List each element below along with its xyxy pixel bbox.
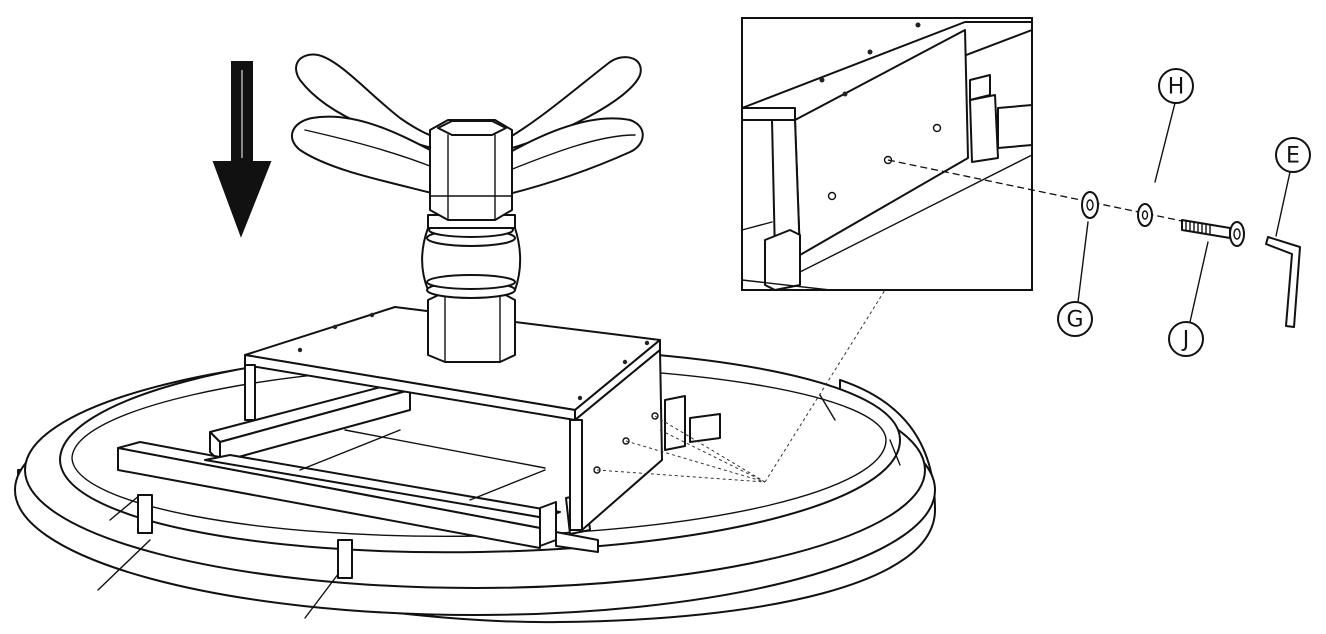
- pedestal-legs: [290, 53, 644, 196]
- svg-text:H: H: [1168, 75, 1185, 100]
- detail-inset: [741, 17, 1033, 291]
- label-h: H: [1158, 68, 1194, 104]
- svg-text:E: E: [1286, 144, 1300, 169]
- down-arrow-icon: [212, 61, 272, 238]
- label-j: J: [1168, 321, 1204, 357]
- bolt-j: [1181, 219, 1245, 247]
- hardware: [887, 159, 1301, 328]
- svg-text:J: J: [1181, 328, 1190, 353]
- leader-lines: [596, 289, 886, 483]
- washer-g: [1081, 191, 1099, 219]
- allen-key-e: [1265, 236, 1301, 328]
- label-leaders: [1077, 102, 1291, 323]
- rim-posts: [137, 494, 353, 579]
- hex-hub: [429, 119, 513, 221]
- frame-rails: [117, 381, 721, 553]
- label-g: G: [1057, 301, 1093, 337]
- lock-washer-h: [1137, 203, 1153, 227]
- svg-text:G: G: [1066, 308, 1083, 333]
- label-e: E: [1275, 137, 1311, 173]
- pedestal: [421, 214, 522, 363]
